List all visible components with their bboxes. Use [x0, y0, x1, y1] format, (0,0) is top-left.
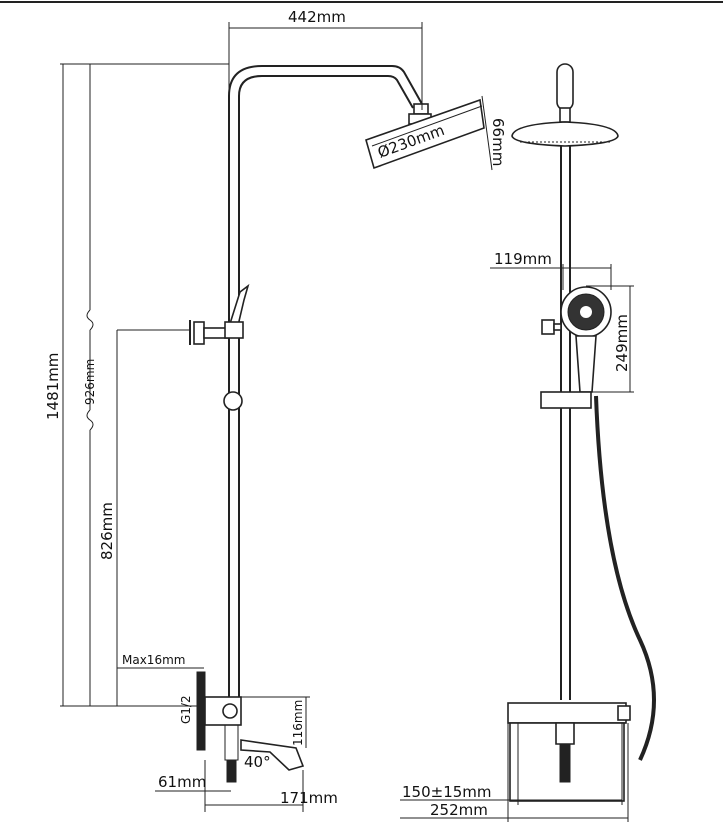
- dim-926: 926mm: [83, 359, 97, 405]
- dim-442: 442mm: [288, 8, 346, 26]
- dim-1481: 1481mm: [44, 353, 62, 420]
- dim-252: 252mm: [430, 801, 488, 819]
- dim-max16: Max16mm: [122, 653, 185, 667]
- dim-61: 61mm: [158, 773, 206, 791]
- side-view-dimension-lines: [60, 22, 493, 812]
- side-view: [189, 65, 485, 783]
- dim-thread: G1/2: [179, 695, 193, 724]
- dim-826: 826mm: [98, 502, 116, 560]
- dim-116: 116mm: [291, 700, 305, 746]
- dim-150: 150±15mm: [402, 783, 492, 801]
- front-view: [507, 63, 656, 802]
- dim-head-thickness: 66mm: [489, 118, 507, 166]
- front-view-dimension-lines: [400, 264, 634, 822]
- dim-119: 119mm: [494, 250, 552, 268]
- dim-angle: 40°: [244, 753, 271, 771]
- dim-171: 171mm: [280, 789, 338, 807]
- dim-249: 249mm: [613, 314, 631, 372]
